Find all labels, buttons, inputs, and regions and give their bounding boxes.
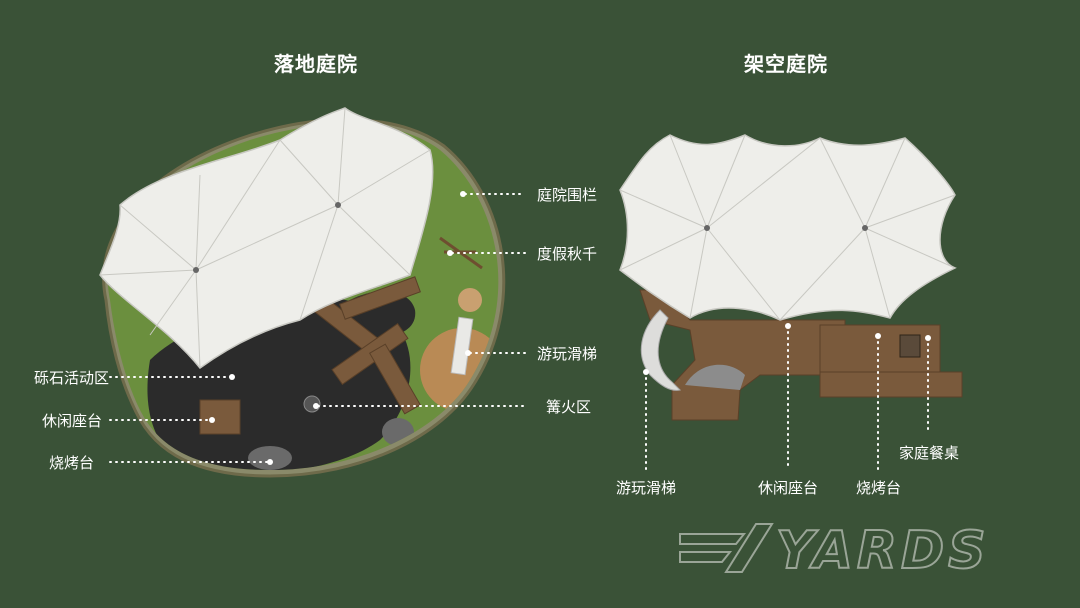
slide-shape xyxy=(450,316,474,376)
leader-dots-right xyxy=(643,323,931,375)
side-deck xyxy=(819,371,963,398)
label-yard-fence: 庭院围栏 xyxy=(537,186,598,204)
yards-logo: YARDS xyxy=(679,520,990,578)
logo-wordmark: YARDS xyxy=(776,521,990,578)
elevated-slide xyxy=(640,309,682,391)
label-lounge-ground: 休闲座台 xyxy=(42,412,103,430)
lounge-table xyxy=(199,399,241,435)
elevated-decks xyxy=(639,289,963,421)
canopy-ground xyxy=(99,107,434,370)
label-gravel-area: 砾石活动区 xyxy=(34,369,110,387)
sand-mound xyxy=(458,288,482,312)
leader-lines-left xyxy=(109,193,526,463)
label-swing: 度假秋千 xyxy=(537,245,598,263)
logo-slashes xyxy=(679,523,774,573)
leader-dots-left xyxy=(209,191,471,465)
canopy-ribs-left xyxy=(99,107,431,369)
canopy-mast xyxy=(335,202,341,208)
elevated-yard-plan xyxy=(619,134,963,421)
canopy-ribs-right xyxy=(619,134,956,321)
leader-lines-right xyxy=(645,325,929,471)
ground-yard-plan xyxy=(99,107,506,478)
ramp xyxy=(685,364,745,390)
title-ground-yard: 落地庭院 xyxy=(274,52,358,76)
bbq-stone xyxy=(248,446,292,470)
label-bbq-elevated: 烧烤台 xyxy=(856,479,902,497)
label-bonfire: 篝火区 xyxy=(546,398,592,416)
title-elevated-yard: 架空庭院 xyxy=(744,52,828,76)
label-slide-ground: 游玩滑梯 xyxy=(537,345,598,363)
label-slide-elevated: 游玩滑梯 xyxy=(616,479,677,497)
canopy-mast xyxy=(862,225,868,231)
canopy-elevated xyxy=(619,134,957,321)
label-bbq-ground: 烧烤台 xyxy=(49,454,95,472)
canopy-mast xyxy=(193,267,199,273)
canopy-mast xyxy=(704,225,710,231)
dining-table xyxy=(899,334,921,358)
label-lounge-elevated: 休闲座台 xyxy=(758,479,819,497)
label-dining-table: 家庭餐桌 xyxy=(899,444,960,462)
